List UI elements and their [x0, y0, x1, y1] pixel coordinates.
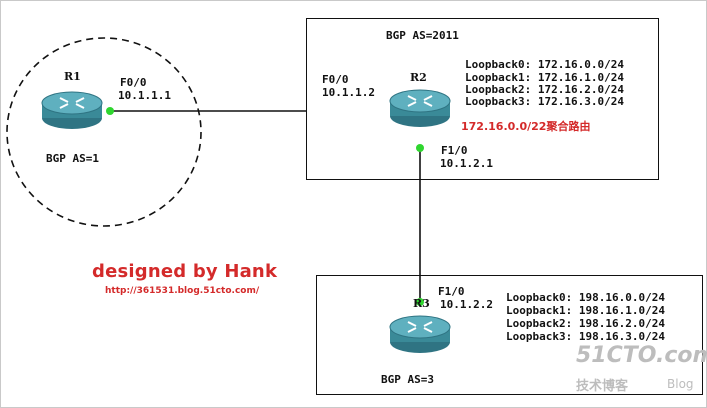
- r3-name: R3: [413, 297, 430, 310]
- r1-f00-port: [106, 107, 114, 115]
- r3-loopback-2: Loopback2: 198.16.2.0/24: [506, 317, 665, 330]
- r1-as-label: BGP AS=1: [46, 152, 99, 165]
- r3-loopback-0: Loopback0: 198.16.0.0/24: [506, 291, 665, 304]
- r3-router-icon: [389, 315, 451, 353]
- watermark-sub: 技术博客: [576, 379, 629, 394]
- r3-f10-port: [416, 298, 424, 306]
- r2-loopback-1: Loopback1: 172.16.1.0/24: [465, 71, 624, 84]
- as2011-box: [306, 18, 659, 180]
- watermark-brand: 51CTO.com: [576, 343, 707, 368]
- r2-f00-interface: F0/0: [322, 73, 349, 86]
- r2-loopback-0: Loopback0: 172.16.0.0/24: [465, 58, 624, 71]
- r3-ip: 10.1.2.2: [440, 298, 493, 311]
- as1-boundary: [6, 37, 202, 227]
- watermark-blog: Blog: [667, 377, 694, 391]
- r3-loopback-1: Loopback1: 198.16.1.0/24: [506, 304, 665, 317]
- r3-as-label: BGP AS=3: [381, 373, 434, 386]
- r1-ip: 10.1.1.1: [118, 89, 171, 102]
- r1-interface: F0/0: [120, 76, 147, 89]
- r3-interface: F1/0: [438, 285, 465, 298]
- r3-loopback-3: Loopback3: 198.16.3.0/24: [506, 330, 665, 343]
- r2-as-label: BGP AS=2011: [386, 29, 459, 42]
- r2-name: R2: [410, 71, 427, 84]
- designer-url: http://361531.blog.51cto.com/: [105, 286, 260, 296]
- as3-box: [316, 275, 703, 395]
- r2-aggregate-route: 172.16.0.0/22聚合路由: [461, 120, 591, 133]
- r1-name: R1: [64, 70, 81, 83]
- r2-f00-ip: 10.1.1.2: [322, 86, 375, 99]
- r2-f10-interface: F1/0: [441, 144, 468, 157]
- r1-router-icon: [41, 91, 103, 129]
- r2-router-icon: [389, 89, 451, 127]
- r2-loopback-3: Loopback3: 172.16.3.0/24: [465, 95, 624, 108]
- r2-loopback-2: Loopback2: 172.16.2.0/24: [465, 83, 624, 96]
- r2-f10-ip: 10.1.2.1: [440, 157, 493, 170]
- r2-f10-port: [416, 144, 424, 152]
- designer-credit: designed by Hank: [92, 261, 278, 282]
